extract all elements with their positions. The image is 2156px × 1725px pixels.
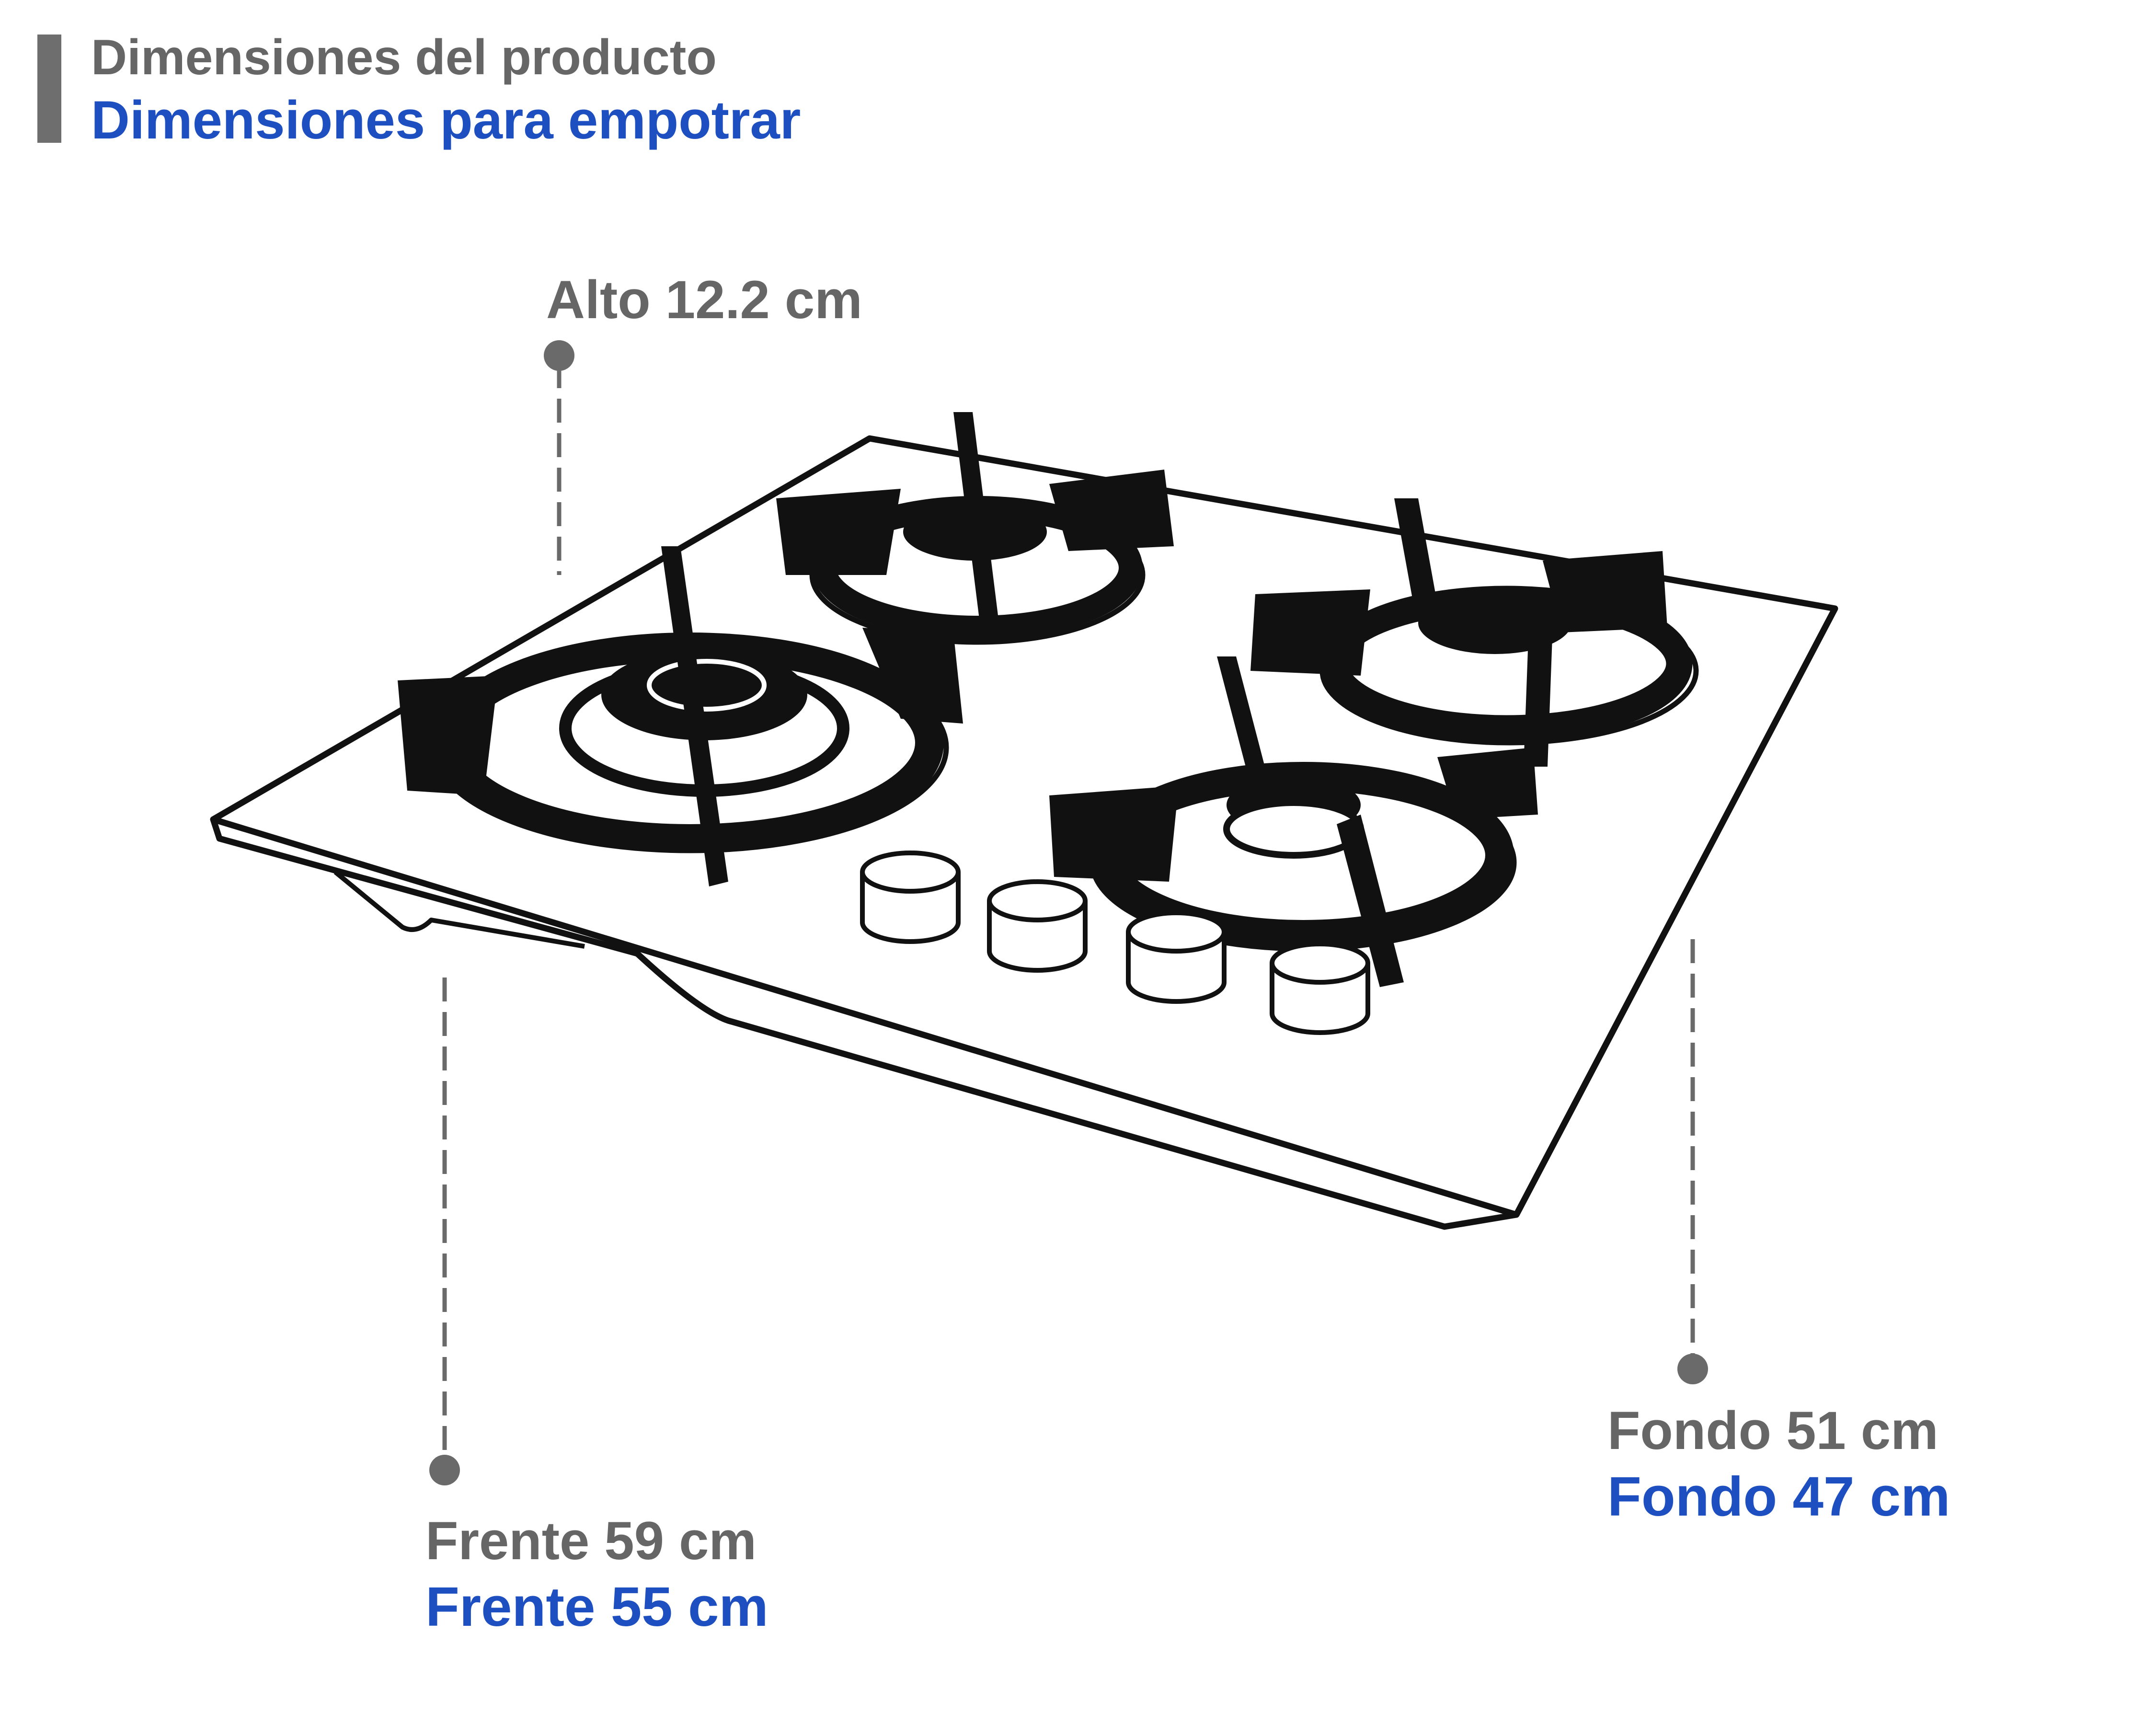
alto-leader: [544, 340, 574, 575]
burner-back-right: [1250, 498, 1699, 767]
burner-back-left: [776, 412, 1174, 645]
frente-product-label: Frente 59 cm: [425, 1511, 757, 1571]
knob-4: [1270, 942, 1370, 1035]
burner-front-right: [1049, 656, 1538, 987]
fondo-builtin-label: Fondo 47 cm: [1607, 1465, 1950, 1528]
fondo-product-label: Fondo 51 cm: [1607, 1401, 1938, 1460]
legend-bar: [37, 34, 61, 143]
alto-label: Alto 12.2 cm: [546, 270, 862, 330]
knob-2: [987, 879, 1088, 973]
legend-product-dimensions: Dimensiones del producto: [91, 30, 717, 85]
frente-leader: [429, 978, 460, 1485]
knob-3: [1126, 910, 1227, 1004]
legend-builtin-dimensions: Dimensiones para empotrar: [91, 90, 801, 150]
burner-front-left: [398, 546, 963, 886]
knob-1: [860, 851, 961, 944]
frente-builtin-label: Frente 55 cm: [425, 1576, 768, 1638]
fondo-leader: [1677, 939, 1708, 1384]
